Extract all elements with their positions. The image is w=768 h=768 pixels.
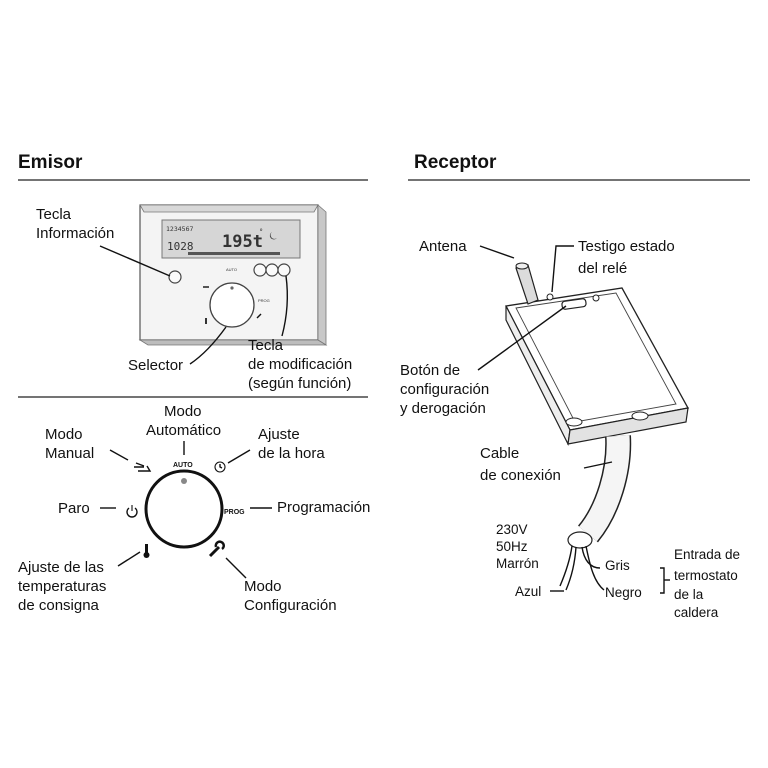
- boton-leader: [477, 305, 567, 371]
- power-icon: [126, 505, 138, 518]
- tecla-mod-label-3: (según función): [248, 375, 351, 392]
- modo-auto-label-1: Modo: [164, 403, 202, 420]
- lcd-bar-graph: [188, 252, 280, 255]
- cable-label-2: de conexión: [480, 467, 561, 484]
- marron-label: Marrón: [496, 556, 539, 571]
- wire-gris: [581, 546, 601, 569]
- entrada-label-1: Entrada de: [674, 547, 740, 562]
- entrada-label-3: de la: [674, 587, 704, 602]
- boton-label-2: configuración: [400, 381, 489, 398]
- tecla-mod-label-2: de modificación: [248, 356, 352, 373]
- emisor-title: Emisor: [18, 152, 83, 173]
- receptor-title: Receptor: [414, 152, 497, 173]
- modo-manual-leader: [109, 449, 129, 461]
- tecla-info-label-1: Tecla: [36, 206, 72, 223]
- ajuste-temp-leader: [117, 551, 141, 567]
- lcd-unit: °: [259, 228, 263, 236]
- receiver-device: [505, 262, 690, 591]
- lcd-screen: [161, 219, 301, 259]
- antena-leader: [479, 245, 515, 259]
- selector-label: Selector: [128, 357, 183, 374]
- dial-pointer: [181, 478, 187, 484]
- cable-fill: [578, 435, 630, 542]
- ajuste-hora-label-2: de la hora: [258, 445, 325, 462]
- wire-azul: [565, 546, 577, 591]
- dial-circle: [144, 469, 224, 549]
- screw-hole-1: [565, 417, 583, 427]
- dial-prog-mark: PROG: [224, 509, 245, 516]
- antena-label: Antena: [419, 238, 467, 255]
- ajuste-hora-leader: [227, 449, 251, 464]
- entrada-label-4: caldera: [674, 605, 719, 620]
- dial-auto-mark: AUTO: [173, 462, 193, 469]
- selector-dial-diagram: AUTO PROG Modo Automático Modo: [18, 403, 370, 614]
- moon-icon: [269, 232, 277, 240]
- testigo-label-2: del relé: [578, 260, 627, 277]
- lcd-left-digits: 1028: [167, 240, 194, 253]
- cable-end: [567, 531, 593, 549]
- boton-label-3: y derogación: [400, 400, 486, 417]
- modo-config-leader: [225, 557, 247, 579]
- modo-config-label-2: Configuración: [244, 597, 337, 614]
- selector-leader: [189, 326, 227, 365]
- selector-knob[interactable]: [209, 282, 255, 328]
- clock-icon: [214, 461, 226, 473]
- cable-leader: [583, 461, 613, 469]
- config-button[interactable]: [561, 298, 587, 310]
- hand-icon: [134, 462, 152, 472]
- wire-negro: [585, 545, 605, 591]
- tecla-info-leader: [99, 245, 171, 277]
- tecla-info-label-2: Información: [36, 225, 114, 242]
- cable-label-1: Cable: [480, 445, 519, 462]
- wrench-icon: [208, 540, 225, 558]
- device-auto-label: AUTO: [226, 267, 237, 272]
- lcd-top-digits: 1234567: [166, 225, 193, 233]
- screw-hole-2: [631, 411, 649, 421]
- mod-key-3[interactable]: [277, 263, 291, 277]
- mod-key-2[interactable]: [265, 263, 279, 277]
- frequency-label: 50Hz: [496, 539, 528, 554]
- device-side: [317, 204, 327, 346]
- device-thermometer-icon: [205, 318, 207, 324]
- boton-label-1: Botón de: [400, 362, 460, 379]
- modo-config-label-1: Modo: [244, 578, 282, 595]
- info-key[interactable]: [168, 270, 182, 284]
- ajuste-temp-label-2: temperaturas: [18, 578, 106, 595]
- lcd-main-temp: 195t: [222, 232, 263, 252]
- modo-manual-label-1: Modo: [45, 426, 83, 443]
- ajuste-temp-label-3: de consigna: [18, 597, 100, 614]
- receiver-rim: [515, 292, 677, 423]
- device-prog-label: PROG: [258, 298, 270, 303]
- programacion-label: Programación: [277, 499, 370, 516]
- relay-led-2: [592, 294, 600, 302]
- thermostat-device: 1234567 1028 195t ° AUTO PROG: [138, 204, 328, 346]
- paro-label: Paro: [58, 500, 90, 517]
- entrada-bracket: [660, 567, 665, 594]
- tecla-mod-label-1: Tecla: [248, 337, 284, 354]
- device-top-bevel: [139, 204, 319, 213]
- wire-marron: [559, 545, 573, 587]
- negro-label: Negro: [605, 585, 642, 600]
- antenna: [515, 264, 539, 305]
- azul-label: Azul: [515, 584, 541, 599]
- ajuste-temp-label-1: Ajuste de las: [18, 559, 104, 576]
- testigo-leader: [551, 245, 574, 293]
- knob-indicator: [230, 286, 234, 290]
- ajuste-hora-label-1: Ajuste: [258, 426, 300, 443]
- receiver-front-side: [567, 407, 689, 445]
- antenna-tip: [515, 262, 529, 270]
- device-bottom: [138, 339, 328, 346]
- tecla-mod-leader: [281, 275, 289, 337]
- modo-auto-label-2: Automático: [146, 422, 221, 439]
- entrada-label-2: termostato: [674, 568, 738, 583]
- device-wrench-icon: [256, 313, 262, 319]
- mod-key-1[interactable]: [253, 263, 267, 277]
- modo-manual-label-2: Manual: [45, 445, 94, 462]
- relay-status-led: [546, 293, 554, 301]
- testigo-label-1: Testigo estado: [578, 238, 675, 255]
- thermometer-icon: [143, 544, 150, 558]
- gris-label: Gris: [605, 558, 630, 573]
- voltage-label: 230V: [496, 522, 528, 537]
